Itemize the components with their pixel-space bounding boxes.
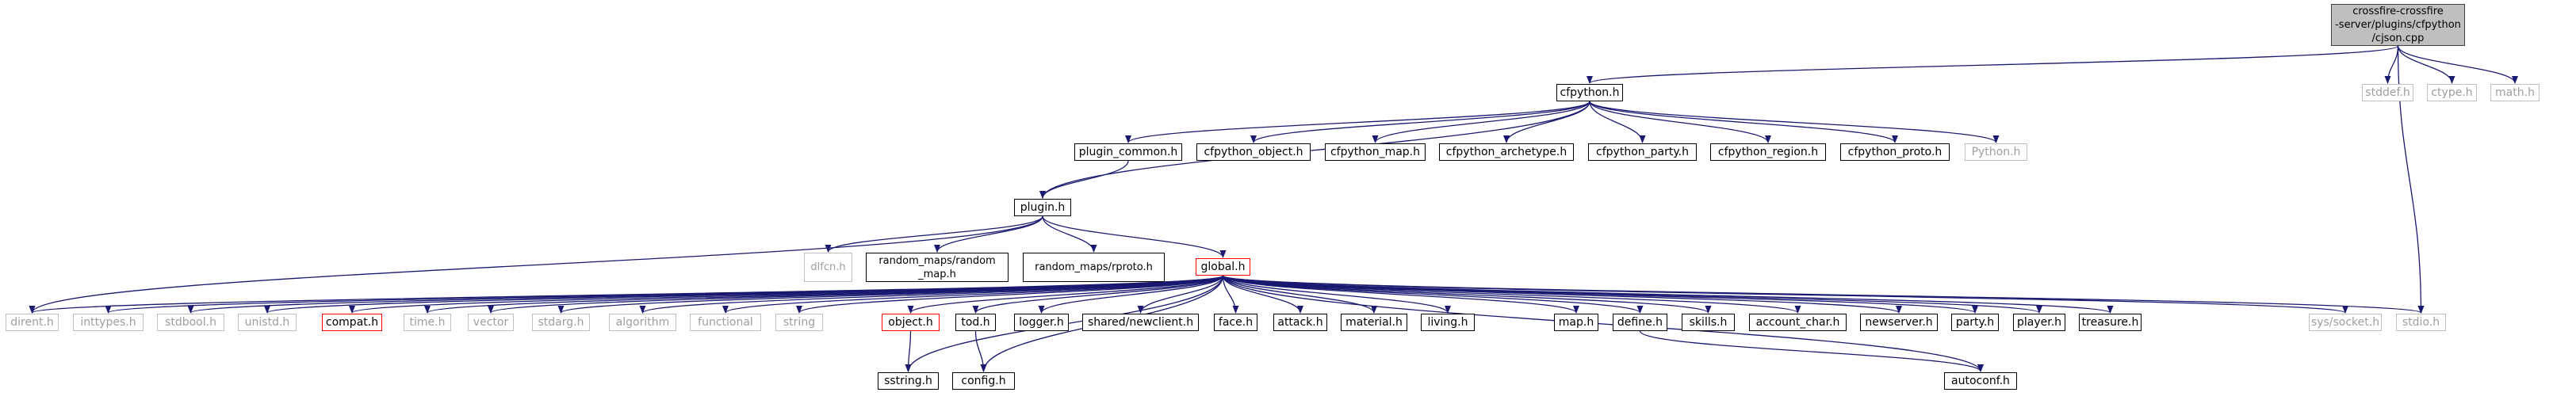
node-string: string: [775, 314, 823, 331]
node-dlfcn-h: dlfcn.h: [804, 253, 852, 282]
node-stdbool-h: stdbool.h: [157, 314, 224, 331]
edge-cfpython_h-to-plugin_common_h: [1125, 101, 1590, 143]
edge-cfpython_h-to-cfpython_object_h: [1250, 101, 1590, 143]
node-config-h[interactable]: config.h: [952, 372, 1015, 390]
edge-plugin_h-to-random_map_h: [934, 215, 1043, 253]
node-treasure-h[interactable]: treasure.h: [2079, 314, 2142, 331]
edge-cfpython_h-to-cfpython_region_h: [1589, 101, 1771, 143]
edge-cfpython_h-to-cfpython_map_h: [1372, 101, 1590, 143]
node-skills-h[interactable]: skills.h: [1682, 314, 1735, 331]
node-dirent-h: dirent.h: [6, 314, 59, 331]
node-functional: functional: [690, 314, 761, 331]
edge-cfpython_h-to-cfpython_proto_h: [1589, 101, 1898, 143]
node-material-h[interactable]: material.h: [1341, 314, 1407, 331]
node-cfpython-object-h[interactable]: cfpython_object.h: [1196, 143, 1311, 161]
node-cfpython-map-h[interactable]: cfpython_map.h: [1325, 143, 1426, 161]
edge-global_h-to-material_h: [1222, 275, 1377, 314]
node-cfpython-proto-h[interactable]: cfpython_proto.h: [1840, 143, 1950, 161]
node-vector: vector: [468, 314, 514, 331]
node-tod-h[interactable]: tod.h: [955, 314, 996, 331]
edge-global_h-to-living_h: [1222, 275, 1451, 314]
node-cfpython-archetype-h[interactable]: cfpython_archetype.h: [1439, 143, 1574, 161]
node-newclient-h[interactable]: shared/newclient.h: [1082, 314, 1199, 331]
edge-global_h-to-map_h: [1222, 275, 1579, 314]
edge-tod_h-to-config_h: [974, 330, 987, 372]
node-cfpython-region-h[interactable]: cfpython_region.h: [1710, 143, 1826, 161]
edge-root-to-stddef_h: [2384, 45, 2399, 84]
edge-global_h-to-newclient_h: [1137, 275, 1224, 314]
edge-cfpython_h-to-python_h: [1589, 101, 2000, 143]
edge-global_h-to-account_char_h: [1222, 275, 1801, 314]
node-unistd-h: unistd.h: [238, 314, 297, 331]
node-living-h[interactable]: living.h: [1421, 314, 1475, 331]
edge-root-to-cfpython_h: [1587, 45, 2399, 84]
node-math-h: math.h: [2490, 84, 2540, 101]
edge-root-to-math_h: [2397, 45, 2518, 84]
edge-define_h-to-autoconf_h: [1639, 330, 1984, 372]
node-account-char-h[interactable]: account_char.h: [1749, 314, 1847, 331]
node-stdarg-h: stdarg.h: [532, 314, 590, 331]
edge-plugin_h-to-dlfcn_h: [825, 215, 1043, 253]
node-compat-h[interactable]: compat.h: [322, 314, 382, 331]
node-player-h[interactable]: player.h: [2013, 314, 2065, 331]
node-python-h: Python.h: [1965, 143, 2027, 161]
edge-object_h-to-sstring_h: [905, 330, 912, 372]
edge-global_h-to-player_h: [1222, 275, 2042, 314]
node-global-h[interactable]: global.h: [1196, 258, 1250, 276]
edge-global_h-to-string: [796, 275, 1224, 314]
node-sys-socket-h: sys/socket.h: [2309, 314, 2382, 331]
node-face-h[interactable]: face.h: [1214, 314, 1257, 331]
edge-cfpython_h-to-plugin_h: [1039, 101, 1590, 199]
edge-plugin_common_h-to-plugin_h: [1039, 160, 1129, 199]
edge-layer: [29, 45, 2518, 372]
edge-root-to-ctype_h: [2397, 45, 2455, 84]
node-logger-h[interactable]: logger.h: [1014, 314, 1069, 331]
edge-plugin_h-to-global_h: [1042, 215, 1227, 258]
edge-global_h-to-logger_h: [1038, 275, 1224, 314]
edge-global_h-to-face_h: [1222, 275, 1239, 314]
edge-plugin_h-to-rproto_h: [1042, 215, 1097, 253]
node-map-h[interactable]: map.h: [1554, 314, 1598, 331]
edge-global_h-to-skills_h: [1222, 275, 1712, 314]
node-cfpython-party-h[interactable]: cfpython_party.h: [1588, 143, 1697, 161]
node-object-h[interactable]: object.h: [882, 314, 940, 331]
edge-global_h-to-functional: [722, 275, 1224, 314]
node-random-map-h[interactable]: random_maps/random _map.h: [866, 253, 1009, 282]
node-time-h: time.h: [404, 314, 451, 331]
node-sstring-h[interactable]: sstring.h: [878, 372, 939, 390]
node-plugin-h[interactable]: plugin.h: [1014, 199, 1071, 216]
node-stdio-h: stdio.h: [2396, 314, 2446, 331]
node-stddef-h: stddef.h: [2362, 84, 2413, 101]
node-rproto-h[interactable]: random_maps/rproto.h: [1023, 253, 1165, 282]
edge-plugin_h-to-dirent_h: [29, 215, 1043, 314]
edge-global_h-to-algorithm: [639, 275, 1224, 314]
node-root[interactable]: crossfire-crossfire -server/plugins/cfpy…: [2331, 4, 2465, 46]
edge-global_h-to-stdio_h: [1222, 275, 2424, 314]
node-newserver-h[interactable]: newserver.h: [1860, 314, 1938, 331]
node-inttypes-h: inttypes.h: [73, 314, 144, 331]
edge-global_h-to-object_h: [907, 275, 1224, 314]
node-party-h[interactable]: party.h: [1951, 314, 1999, 331]
edge-global_h-to-tod_h: [972, 275, 1224, 314]
node-plugin-common-h[interactable]: plugin_common.h: [1074, 143, 1182, 161]
node-ctype-h: ctype.h: [2427, 84, 2477, 101]
node-autoconf-h[interactable]: autoconf.h: [1944, 372, 2017, 390]
edge-cfpython_h-to-cfpython_party_h: [1589, 101, 1646, 143]
node-cfpython-h[interactable]: cfpython.h: [1556, 84, 1623, 101]
edge-global_h-to-treasure_h: [1222, 275, 2114, 314]
node-define-h[interactable]: define.h: [1613, 314, 1667, 331]
node-algorithm: algorithm: [609, 314, 676, 331]
edge-global_h-to-attack_h: [1222, 275, 1303, 314]
edge-global_h-to-autoconf_h: [1222, 275, 1984, 372]
node-attack-h[interactable]: attack.h: [1273, 314, 1327, 331]
